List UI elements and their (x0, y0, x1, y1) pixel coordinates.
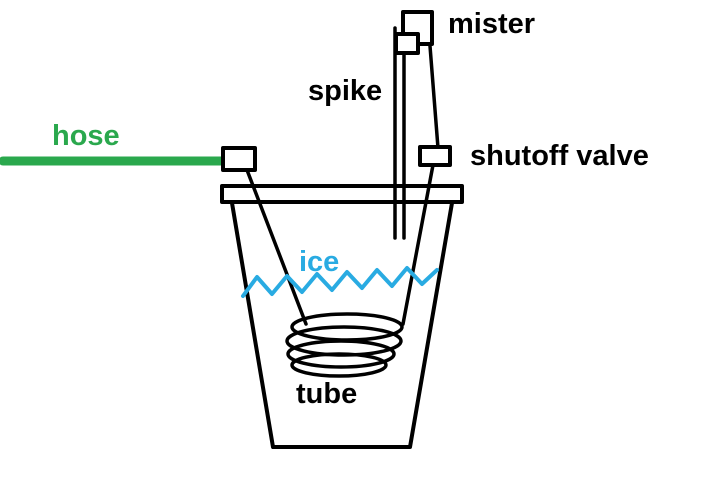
hose-to-coil-line (245, 168, 308, 326)
shutoff-valve-rect (418, 145, 452, 167)
bucket-body (230, 201, 454, 449)
label-hose: hose (52, 120, 120, 152)
ice-zigzag (241, 266, 439, 298)
label-spike: spike (308, 75, 383, 107)
label-tube: tube (296, 378, 358, 410)
spike-rod (393, 26, 406, 240)
label-mister: mister (448, 8, 536, 40)
mister-neck-rect (394, 32, 420, 55)
tube-coil (285, 312, 404, 378)
label-shutoff-valve: shutoff valve (470, 140, 649, 172)
label-ice: ice (299, 246, 340, 278)
bucket-rim (220, 184, 464, 204)
valve-to-coil-line (401, 163, 435, 326)
hose-connector-rect (221, 146, 257, 172)
mister-to-valve-line (428, 44, 440, 150)
